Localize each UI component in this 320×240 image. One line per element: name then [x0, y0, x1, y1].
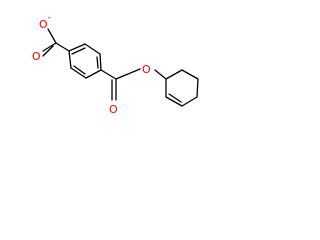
bond-ring-ester — [100, 69, 117, 80]
ring-bond-5 — [70, 67, 87, 79]
ring-bond-6 — [68, 50, 72, 69]
bond-c1-o-lower-double — [42, 45, 54, 57]
bond-ester-bridge — [115, 68, 141, 80]
ring-bond-1 — [68, 43, 86, 52]
ring-bond-1-inner — [71, 47, 86, 55]
ring-bond-3-inner — [96, 56, 99, 69]
cyclohexene-bond-3 — [196, 78, 199, 98]
cyclohexene-double-bond-inner — [168, 93, 182, 103]
atom-o-carboxylate-upper: O — [39, 18, 48, 31]
ring-bond-5-inner — [73, 65, 86, 75]
ring-bond-4 — [85, 69, 102, 79]
ring-bond-2 — [84, 43, 101, 55]
cyclohexene-bond-2 — [181, 69, 199, 80]
cyclohexene-bond-4 — [181, 96, 198, 107]
atom-o-ester-bridge: O — [142, 63, 151, 76]
atom-o-ester-carbonyl: O — [109, 103, 118, 116]
charge-label: - — [48, 13, 51, 22]
cyclohexene-bond-5 — [165, 96, 183, 107]
bond-carboxyl-ring — [55, 42, 70, 52]
ring-bond-3 — [99, 53, 102, 71]
bond-bridge-cyclohexenyl — [154, 69, 167, 80]
atom-o-carboxylate-lower: O — [32, 50, 41, 63]
molecule-structure: O - O O O — [32, 13, 199, 116]
cyclohexene-bond-1 — [165, 69, 183, 80]
bond-c1-o-lower — [42, 42, 57, 52]
bond-c1-o-upper — [47, 28, 57, 44]
